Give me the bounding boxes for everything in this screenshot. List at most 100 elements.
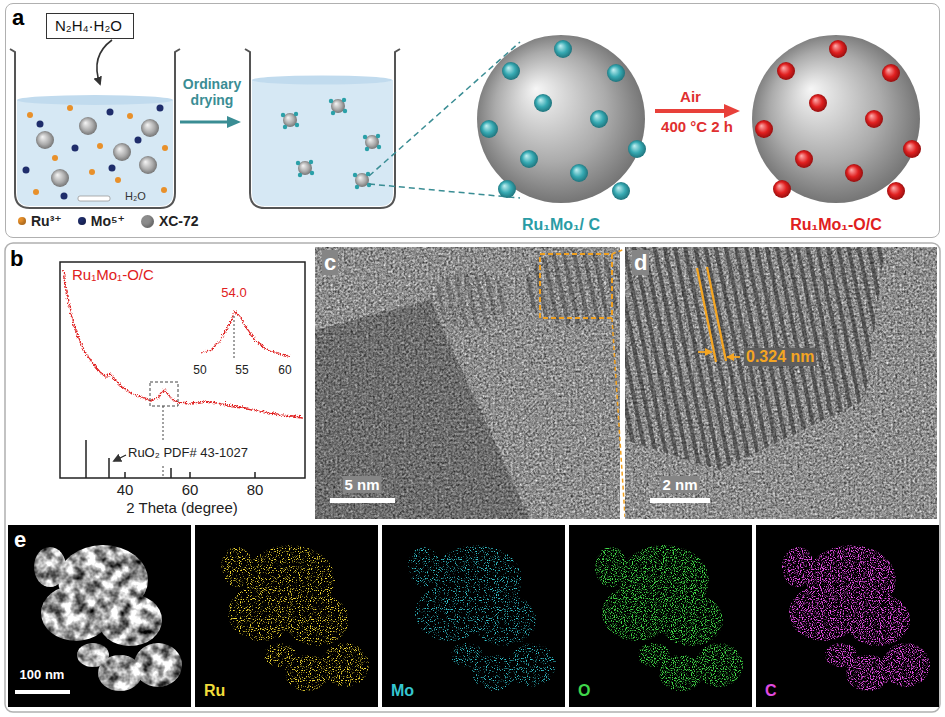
metal-site [502,62,520,80]
solution-surface [252,76,392,85]
metal-site [628,140,646,158]
map-tile [195,525,378,707]
panel-letter: d [632,250,649,275]
loaded-particles [281,98,381,189]
mo-ion [109,165,116,172]
legend-text: XC-72 [159,213,199,229]
axis-tick-label: 80 [247,481,264,498]
metal-site [554,40,572,58]
scale-bar [15,690,70,694]
support-sphere: Ru₁Mo₁/ C [471,31,651,236]
metal-site [612,182,630,200]
ru-map [221,545,369,691]
map-tile [569,525,752,707]
legend-swatch [78,217,86,225]
metal-site [845,164,863,182]
solution [252,80,393,206]
spacing-arrow [698,351,712,353]
map-tile [382,525,565,707]
carbon-sphere [36,131,54,149]
solution [17,100,173,206]
metal-site [829,40,847,58]
solvent-label: H₂O [125,190,146,203]
plot-frame [60,262,305,478]
tem-texture [315,247,620,519]
ru-ions [27,105,168,195]
c-map [782,545,930,691]
ru-ion [127,113,133,119]
ru-ion [161,187,167,193]
beaker-outline [245,49,400,208]
panel-frame [5,243,940,712]
o-map [595,545,743,691]
loaded-particle [281,112,299,129]
ru-ion [162,145,168,151]
support-sphere: Ru₁Mo₁-O/C [746,31,926,236]
map-tile [8,525,191,707]
map-tile [756,525,939,707]
mo-ion [157,105,164,112]
support-sphere-drawing [746,31,926,236]
zoom-line [612,249,625,254]
tem-texture [625,247,937,519]
reference-label: RuO₂ PDF# 43-1027 [128,446,248,461]
tem-shade [315,300,530,519]
axis-tick-label: 60 [182,481,199,498]
carbon-support [752,35,920,203]
lattice-fringes [625,247,885,470]
metal-site [607,64,625,82]
carbon-sphere [113,143,131,161]
panel-letter: b [10,246,23,271]
metal-site [773,180,791,198]
legend-text: Ru³⁺ [31,213,62,229]
lattice-fringes [430,272,510,328]
element-map-label: Ru [202,682,227,700]
carbon-sphere [51,169,69,187]
mo-map [408,545,556,691]
spacing-arrow [727,356,740,358]
ru-ion [67,105,73,111]
metal-site [809,94,827,112]
loaded-particle [296,160,314,177]
panel-letter: c [322,250,338,275]
metal-site [534,94,552,112]
mo-ion [72,145,79,152]
tem-image [315,247,620,519]
eds-maps [8,525,939,707]
axis-tick-label: 40 [117,481,134,498]
mo-ion [107,109,114,116]
addition-arrow [97,40,112,84]
axis-tick-label: 55 [235,364,248,378]
mo-ion [23,167,30,174]
inset-curve [200,310,288,355]
mo-ion [135,137,142,144]
axis-tick-label: 50 [193,364,206,378]
metal-site [755,120,773,138]
metal-site [882,64,900,82]
metal-site [903,140,921,158]
legend: Ru³⁺ Mo⁵⁺ XC-72 [18,213,199,229]
zoom-box [540,254,612,318]
metal-site [795,150,813,168]
lattice-marker [697,267,726,362]
legend-item: Ru³⁺ [18,213,62,229]
process-arrow [655,109,726,113]
xrd-curve [62,268,302,416]
element-map-label: Mo [389,682,416,700]
lattice-fringes [525,250,620,326]
carbon-particles [36,117,159,187]
stir-bar [78,196,110,201]
sample-label: Ru₁Mo₁-O/C [72,266,154,283]
ru-ion [115,177,121,183]
carbon-sphere [141,119,159,137]
condition-label: 400 °C 2 h [661,118,733,135]
peak-marker [163,406,164,478]
inset-peak-marker [234,316,235,360]
loaded-particle [329,98,347,115]
legend-text: Mo⁵⁺ [91,213,125,229]
mo-ion [61,193,68,200]
panel-letter: a [12,5,24,30]
reagent-box: N₂H₄·H₂O [46,13,134,39]
process-arrow [180,121,229,124]
